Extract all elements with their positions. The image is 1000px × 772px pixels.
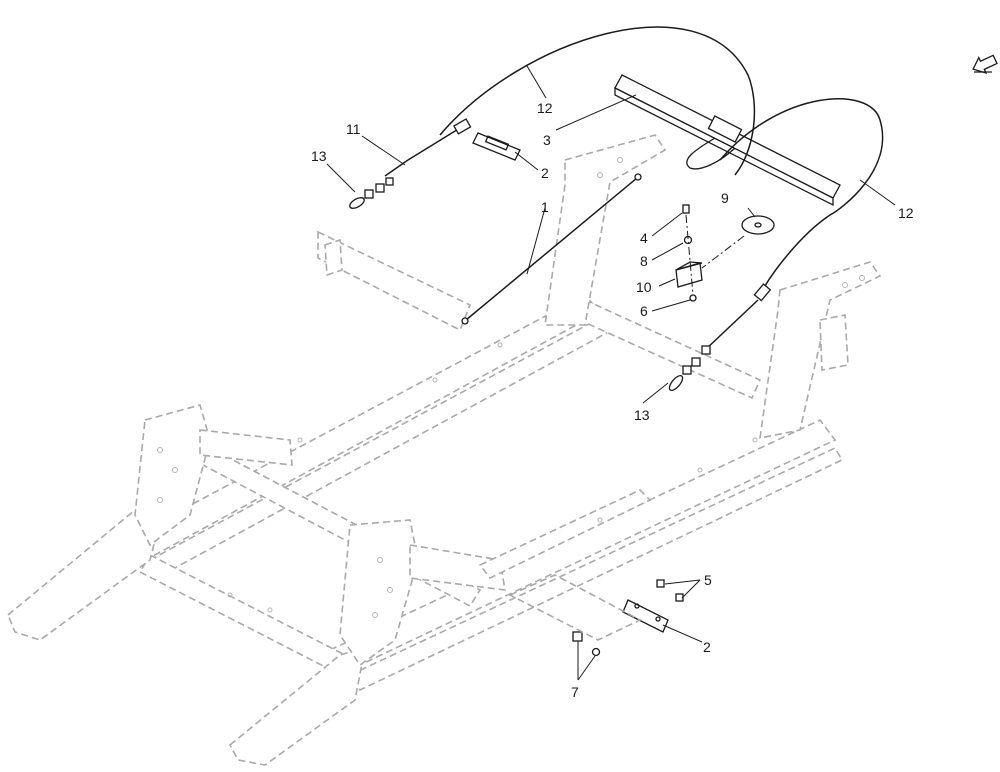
- frame-rear-right-block: [819, 314, 849, 371]
- callout-10: 10: [636, 279, 652, 295]
- cable-part-12-lower: [704, 98, 884, 351]
- frame-rear-right-post: [759, 261, 882, 440]
- cable-end-part-11: [384, 159, 409, 177]
- callout-labels: 1 2 2 3 4 5 6 7 8 9 10 11 12 12 13 13: [311, 100, 914, 700]
- cable-part-12-upper: [407, 26, 756, 176]
- frame-holes: [157, 157, 865, 618]
- callout-12-upper: 12: [537, 100, 553, 116]
- nut-part-6: [689, 294, 697, 302]
- nuts-part-7: [572, 631, 601, 657]
- assembly-axis-right: [701, 235, 745, 269]
- callout-2-lower: 2: [703, 639, 711, 655]
- callout-6: 6: [640, 303, 648, 319]
- callout-2-upper: 2: [541, 165, 549, 181]
- frame-left-bracket: [134, 404, 211, 547]
- leader-lines: [326, 65, 896, 681]
- mount-outline-lower: [508, 574, 642, 641]
- frame-phantom: [7, 134, 882, 766]
- callout-13-lower: 13: [634, 407, 650, 423]
- callout-8: 8: [640, 253, 648, 269]
- frame-rear-left-post: [544, 134, 667, 326]
- plate-part-2-upper: [472, 132, 521, 161]
- callout-7: 7: [571, 684, 579, 700]
- frame-lower-channel: [478, 489, 652, 580]
- frame-hitch-stub: [324, 238, 343, 277]
- callout-4: 4: [640, 230, 648, 246]
- frame-hitch-arm: [317, 230, 472, 332]
- assembly-axis-left: [685, 214, 694, 296]
- callout-1: 1: [541, 199, 549, 215]
- callout-5: 5: [704, 572, 712, 588]
- frame-right-plate: [409, 544, 506, 591]
- frame-left-skid: [7, 498, 167, 641]
- frame-right-skid: [228, 646, 367, 766]
- crossbar-part-3: [614, 74, 841, 207]
- callout-9: 9: [721, 190, 729, 206]
- callout-11: 11: [346, 121, 361, 137]
- fastener-part-13-upper: [349, 177, 394, 209]
- frame-left-plate: [199, 429, 293, 466]
- bolt-part-4: [682, 204, 690, 214]
- disk-part-9: [741, 215, 775, 235]
- bracket-part-10: [675, 261, 703, 288]
- frame-right-bracket: [339, 519, 419, 667]
- frame-front-crossmember: [138, 553, 347, 674]
- rod-part-1: [461, 173, 642, 325]
- callout-12-lower: 12: [898, 205, 914, 221]
- plate-part-2-lower: [622, 599, 669, 633]
- return-arrow-icon[interactable]: [970, 52, 999, 78]
- callout-13-upper: 13: [311, 148, 327, 164]
- fastener-part-13-lower: [668, 345, 711, 392]
- callout-3: 3: [543, 132, 551, 148]
